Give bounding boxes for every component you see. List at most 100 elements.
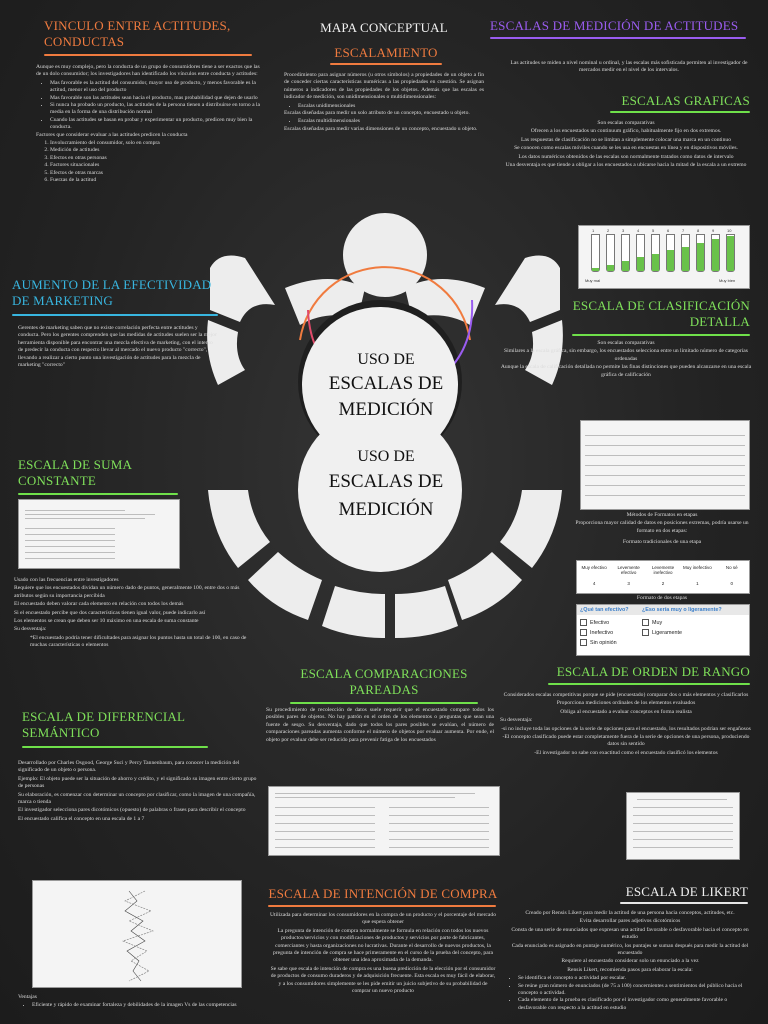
vinculo-body: Aunque es muy complejo, pero la conducta… [36, 64, 264, 185]
graficas-underline [610, 111, 750, 113]
lower-segment-6 [500, 490, 562, 568]
one-stage-option: Muy inefectivo [682, 565, 712, 570]
orden-line-6: -El concepto clasificado puede estar com… [502, 734, 750, 748]
image-text-line [275, 847, 375, 848]
orden-line-4: Su desventaja: [500, 717, 533, 724]
image-text-line [25, 528, 115, 529]
clasificacion-line-3: Aunque la escala de calificación detalla… [500, 364, 752, 378]
diferencial-body: Desarrollado por Charles Osgood, George … [18, 760, 262, 824]
escalamiento-uni-text: Escalas diseñadas para medir un solo atr… [284, 110, 470, 117]
suma-line-1: Usado con las frecuencias entre investig… [14, 577, 119, 583]
intencion-paragraph-1: Utilizada para determinar los consumidor… [270, 912, 496, 926]
diferencial-line-3: Su elaboración, es comenzar con determin… [18, 791, 256, 806]
rating-tube [726, 234, 735, 272]
suma-line-4: Si el encuestado percibe que dos caracte… [14, 609, 206, 616]
rating-tube [606, 234, 615, 272]
rating-tube [651, 234, 660, 272]
diferencial-line-5: El encuestado califica el concepto en un… [18, 815, 145, 822]
rating-tube [591, 234, 600, 272]
image-text-line [633, 815, 733, 816]
rating-tube [621, 234, 630, 272]
lower-segment-2 [248, 552, 322, 620]
escalamiento-title: ESCALAMIENTO [334, 45, 438, 60]
likert-line-3: Consta de una serie de enunciados que ex… [511, 926, 749, 941]
likert-body: Creado por Rensis Likert para medir la a… [504, 910, 756, 1012]
vinculo-title: VINCULO ENTRE ACTITUDES, CONDUCTAS [44, 18, 231, 49]
vinculo-factor-1: Involucramiento del consumidor, solo en … [50, 140, 264, 147]
table-rule [585, 465, 745, 466]
two-stage-q1-options: Efectivo Inefectivo Sin opinión [580, 618, 642, 648]
intencion-underline [268, 905, 496, 907]
intencion-body: Utilizada para determinar los consumidor… [270, 912, 496, 996]
image-text-line [25, 540, 115, 541]
graficas-line-1: Son escalas comparativas [597, 120, 655, 126]
vinculo-intro: Aunque es muy complejo, pero la conducta… [36, 64, 260, 78]
q1-option: Sin opinión [590, 640, 617, 646]
rating-tube-fill [607, 264, 614, 271]
center-escalas-top: ESCALAS DE [328, 373, 444, 394]
image-text-line [633, 807, 733, 808]
table-rule [585, 485, 745, 486]
orden-underline [548, 683, 750, 685]
rating-tube-number: 1 [592, 228, 595, 233]
center-uso-bottom: USO DE [357, 448, 415, 465]
one-stage-value: 0 [730, 581, 733, 586]
two-stage-q2: ¿Eso sería muy o ligeramente? [642, 607, 722, 613]
image-text-line [275, 815, 375, 816]
suma-line-5: Los elementos se crean que deben ser 10 … [14, 618, 199, 625]
one-stage-values: 4 3 2 1 0 [577, 575, 749, 586]
image-text-line [389, 807, 489, 808]
likert-title: ESCALA DE LIKERT [625, 884, 748, 899]
likert-line-5: Requiere al encuestado considerar solo u… [561, 958, 699, 965]
lower-segment-4 [395, 586, 458, 638]
graphic-scale-left-label: Muy mal [585, 278, 601, 283]
graficas-line-3: Las respuestas de clasificación no se li… [520, 136, 731, 143]
orden-line-2: Proporciona mediciones ordinales de los … [556, 700, 696, 707]
rating-tube-fill [697, 242, 704, 271]
pareadas-title: ESCALA COMPARACIONES PAREADAS [300, 666, 468, 697]
diferencial-line-1: Desarrollado por Charles Osgood, George … [18, 760, 240, 774]
image-text-line [25, 518, 145, 519]
two-stage-format-image: ¿Qué tan efectivo? ¿Eso sería muy o lige… [576, 604, 750, 656]
graficas-line-6: Una desventaja es que tiende a obligar a… [505, 162, 747, 169]
table-rule [585, 455, 745, 456]
one-stage-option: Levemente inefectivo [651, 565, 675, 575]
likert-underline [620, 902, 748, 904]
profile-line-2 [122, 890, 154, 982]
center-uso-top: USO DE [357, 351, 415, 368]
pareadas-underline [290, 702, 478, 704]
vinculo-factor-5: Efectos de otras marcas [50, 170, 264, 177]
orange-arc [299, 266, 471, 341]
center-title-top: USO DE ESCALAS DE MEDICIÓN [296, 349, 476, 423]
one-stage-value: 1 [696, 581, 699, 586]
suma-body: Usado con las frecuencias entre investig… [14, 577, 250, 651]
image-text-line [389, 847, 489, 848]
graficas-line-5: Los datos numéricos obtenidos de las esc… [518, 153, 734, 160]
lower-segment-3 [322, 586, 385, 638]
rating-tube [681, 234, 690, 272]
one-stage-value: 2 [661, 581, 665, 586]
likert-bullet-3: Cada elemento de la prueba es clasificad… [518, 997, 756, 1012]
clasificacion-line-1: Son escalas comparativas [597, 340, 655, 346]
suma-underline [18, 493, 178, 495]
vinculo-factor-4: Factores situacionales [50, 162, 264, 169]
image-text-line [637, 799, 727, 800]
likert-line-4: Cada enunciado es asignado en puntaje nu… [511, 942, 749, 957]
checkbox-icon [580, 639, 587, 647]
suma-title: ESCALA DE SUMA CONSTANTE [18, 457, 132, 488]
image-text-line [275, 839, 375, 840]
clasificacion-methods-text: Proporciona mayor calidad de datos en po… [575, 520, 749, 534]
efectividad-text: Gerentes de marketing saben que no exist… [18, 325, 217, 369]
concept-map-graphic [207, 213, 563, 638]
diferencial-underline [22, 746, 208, 748]
escalamiento-body: Procedimiento para asignar números (u ot… [284, 72, 484, 134]
diferencial-ventajas: Ventajas Eficiente y rápido de examinar … [18, 994, 262, 1010]
image-text-line [275, 797, 455, 798]
vinculo-factor-6: Fuerzas de la actitud [50, 177, 264, 184]
orden-image [626, 792, 740, 860]
graficas-title: ESCALAS GRAFICAS [621, 93, 750, 108]
diferencial-image [32, 880, 242, 988]
rating-tube-fill [622, 260, 629, 271]
rating-tube-number: 9 [712, 228, 715, 233]
clasificacion-underline [572, 334, 750, 336]
